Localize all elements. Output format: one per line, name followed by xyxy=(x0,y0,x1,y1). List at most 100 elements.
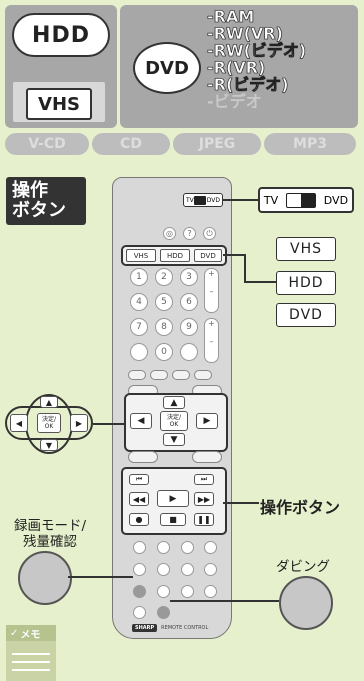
power-icon: ⏻ xyxy=(203,227,216,240)
callout-operation-buttons: 操作ボタン xyxy=(260,498,341,517)
round-key xyxy=(181,563,194,576)
callout-dpad-up: ▲ xyxy=(40,396,58,408)
round-key xyxy=(204,541,217,554)
remote-vhs-key: VHS xyxy=(126,249,156,262)
callout-line xyxy=(223,502,259,504)
num-key: 0 xyxy=(155,343,173,361)
callout-rec-mode-circle xyxy=(18,551,72,605)
remote-brand-strip: SHARP REMOTE CONTROL xyxy=(132,623,220,633)
volume-rocker: +– xyxy=(204,318,219,363)
memo-icon: ✓ メモ xyxy=(6,625,56,681)
round-key xyxy=(157,563,170,576)
switch-label-tv: TV xyxy=(186,196,194,204)
num-key: 5 xyxy=(155,293,173,311)
round-key xyxy=(133,563,146,576)
stop-button: ■ xyxy=(160,513,186,526)
num-key: 8 xyxy=(155,318,173,336)
round-key xyxy=(204,585,217,598)
dpad-left: ◀ xyxy=(130,413,152,429)
format-cd: CD xyxy=(92,133,170,155)
round-key xyxy=(157,585,170,598)
callout-line xyxy=(68,576,133,578)
curved-key xyxy=(192,451,222,463)
num-key xyxy=(180,343,198,361)
dvd-type: -R(ビデオ) xyxy=(207,75,289,94)
pause-button: ❚❚ xyxy=(194,513,214,526)
memo-check-icon: ✓ xyxy=(10,627,19,639)
num-key: 7 xyxy=(130,318,148,336)
callout-line xyxy=(223,254,245,256)
dpad-enter: 決定/ OK xyxy=(160,411,188,431)
round-key xyxy=(133,606,146,619)
switch-slider xyxy=(194,195,207,205)
callout-dubbing-circle xyxy=(279,576,333,630)
input-icon: ◎ xyxy=(163,227,176,240)
callout-vhs: VHS xyxy=(276,237,336,261)
num-key xyxy=(130,343,148,361)
memo-header: ✓ メモ xyxy=(6,625,56,641)
dpad-right: ▶ xyxy=(196,413,218,429)
round-key xyxy=(181,541,194,554)
dubbing-key xyxy=(157,606,170,619)
format-mp3: MP3 xyxy=(264,133,356,155)
dvd-type-muted: -ビデオ xyxy=(207,92,262,111)
rec-mode-key xyxy=(133,585,146,598)
callout-dpad: ▲ ◀ 決定/ OK ▶ ▼ xyxy=(5,392,93,456)
num-key: 6 xyxy=(180,293,198,311)
switch-label-dvd: DVD xyxy=(206,196,220,204)
num-key: 1 xyxy=(130,268,148,286)
remote-tv-dvd-switch: TV DVD xyxy=(183,193,223,207)
brand-logo: SHARP xyxy=(132,624,158,632)
media-hdd: HDD xyxy=(12,13,110,57)
dvd-type-list: -RAM -RW(VR) -RW(ビデオ) -R(VR) -R(ビデオ) -ビデ… xyxy=(207,7,307,111)
callout-tv-dvd-switch: TV DVD xyxy=(258,187,354,213)
media-dvd: DVD xyxy=(133,42,201,94)
oval-key xyxy=(128,370,146,380)
callout-rec-mode: 録画モード/ 残量確認 xyxy=(13,518,87,550)
remote-dvd-key: DVD xyxy=(194,249,222,262)
num-key: 4 xyxy=(130,293,148,311)
format-jpeg: JPEG xyxy=(173,133,261,155)
round-key xyxy=(181,585,194,598)
media-vhs: VHS xyxy=(26,88,92,120)
callout-dpad-left: ◀ xyxy=(10,414,28,432)
callout-dpad-down: ▼ xyxy=(40,439,58,451)
callout-dvd: DVD xyxy=(276,303,336,327)
num-key: 3 xyxy=(180,268,198,286)
dvd-type: -RW(ビデオ) xyxy=(207,41,307,60)
round-key xyxy=(133,541,146,554)
dvd-type: -R(VR) xyxy=(207,58,266,77)
skip-forward-button: ⏭ xyxy=(194,474,214,485)
fast-forward-button: ▶▶ xyxy=(194,492,214,506)
callout-hdd: HDD xyxy=(276,271,336,295)
help-icon: ? xyxy=(183,227,196,240)
callout-line xyxy=(223,199,259,201)
callout-switch-slider xyxy=(285,192,316,208)
rewind-button: ◀◀ xyxy=(129,492,149,506)
oval-key xyxy=(172,370,190,380)
dpad-up: ▲ xyxy=(163,396,185,409)
skip-back-button: ⏮ xyxy=(129,474,149,485)
round-key xyxy=(157,541,170,554)
num-key: 9 xyxy=(180,318,198,336)
memo-lines xyxy=(12,647,50,677)
curved-key xyxy=(128,451,158,463)
num-key: 2 xyxy=(155,268,173,286)
play-button: ▶ xyxy=(157,490,189,507)
callout-dpad-enter: 決定/ OK xyxy=(37,413,61,433)
callout-line xyxy=(170,600,279,602)
memo-label: メモ xyxy=(20,629,41,641)
round-key xyxy=(204,563,217,576)
callout-line xyxy=(93,423,124,425)
channel-rocker: +– xyxy=(204,268,219,313)
oval-key xyxy=(194,370,212,380)
callout-line xyxy=(244,281,276,283)
section-title: 操作 ボタン xyxy=(6,177,86,225)
dvd-type: -RAM xyxy=(207,7,255,26)
oval-key xyxy=(150,370,168,380)
brand-label: REMOTE CONTROL xyxy=(161,625,209,631)
dvd-type: -RW(VR) xyxy=(207,24,284,43)
remote-hdd-key: HDD xyxy=(160,249,190,262)
callout-dpad-right: ▶ xyxy=(70,414,88,432)
callout-line xyxy=(244,254,246,282)
